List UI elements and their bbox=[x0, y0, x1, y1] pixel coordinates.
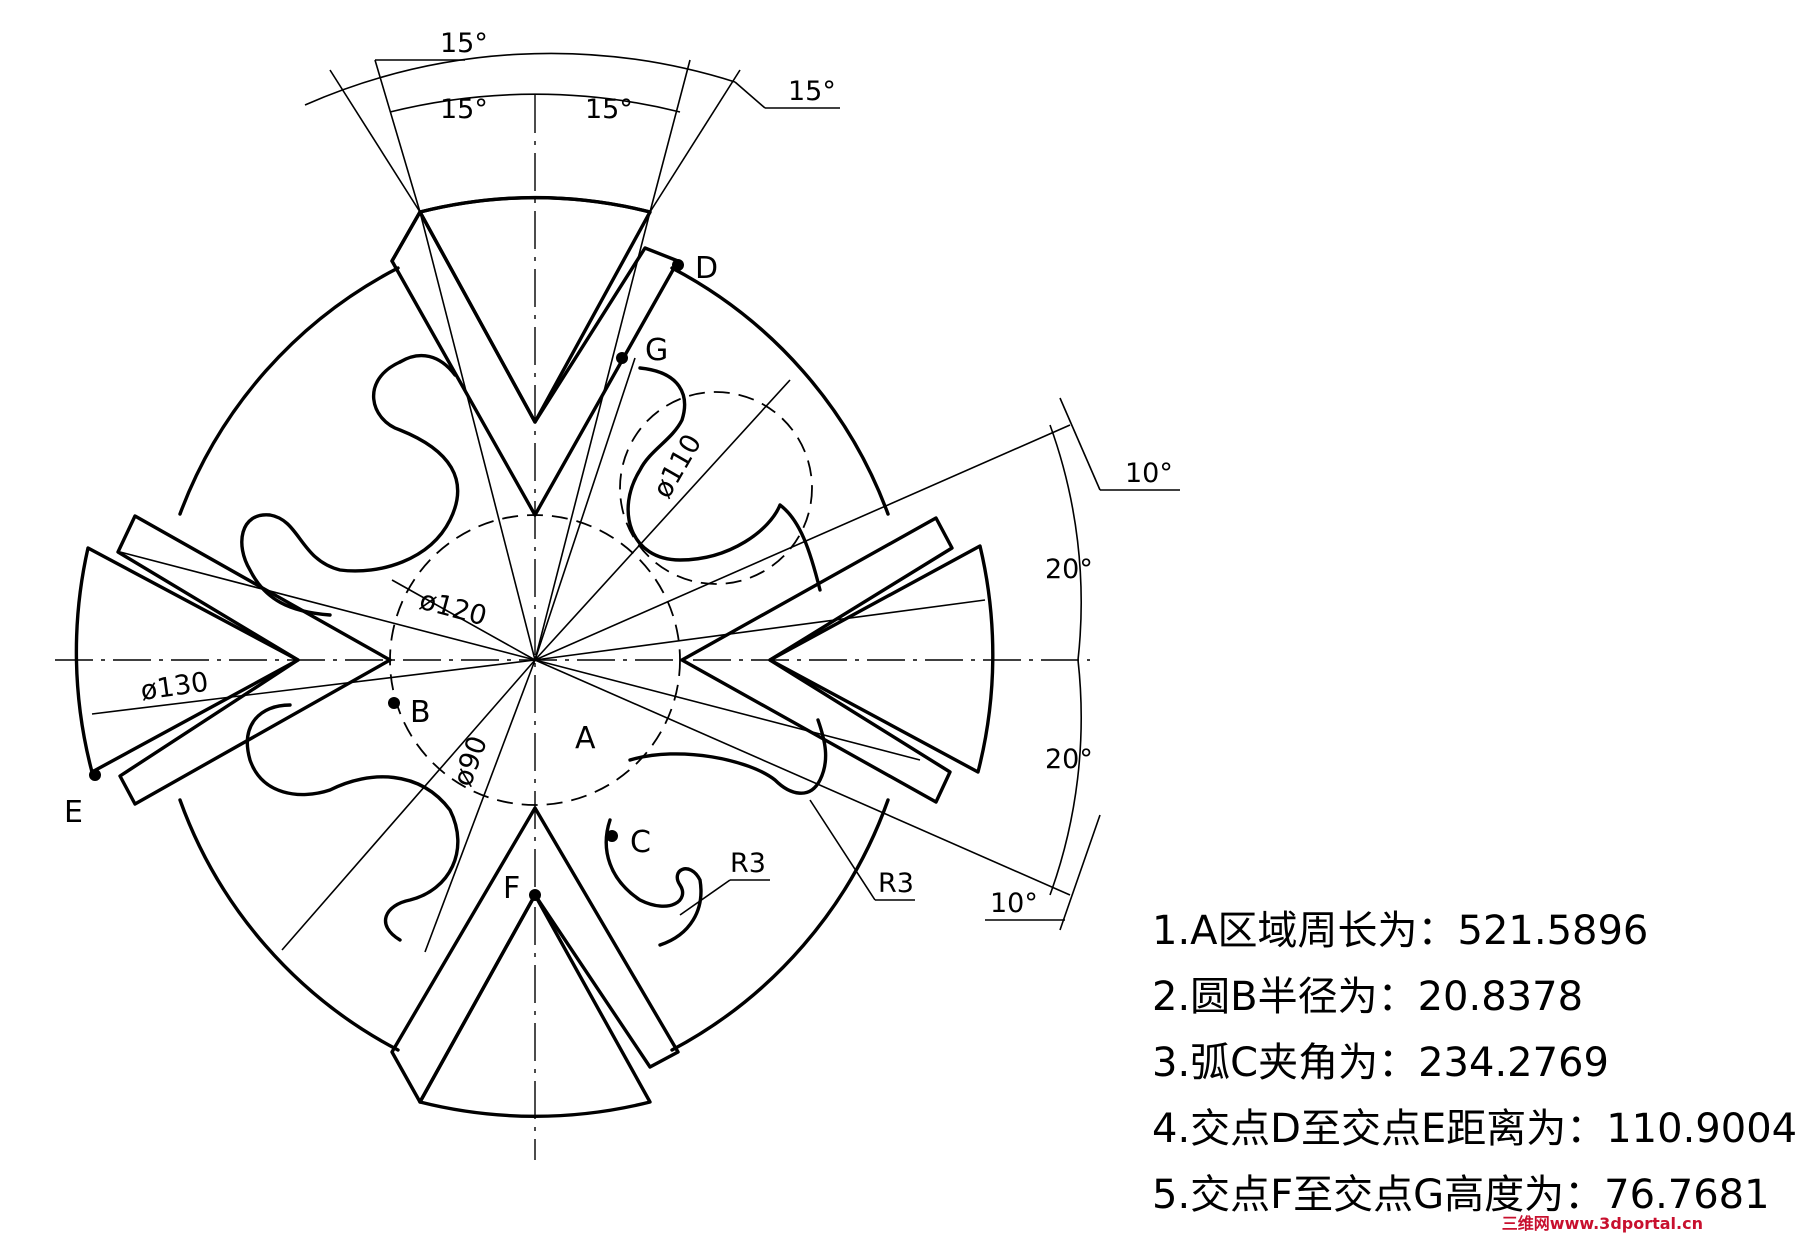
lower-right-lobe bbox=[628, 718, 828, 795]
dim-angle-top-right: 15° bbox=[585, 94, 633, 125]
dim-angle-top-left: 15° bbox=[440, 94, 488, 125]
ray-g bbox=[534, 357, 636, 661]
dim-d90: ø90 bbox=[447, 732, 494, 790]
note-5: 5.交点F至交点G高度为：76.7681 bbox=[1152, 1172, 1770, 1218]
dim-d120: ø120 bbox=[416, 585, 490, 633]
ray-d120 bbox=[391, 579, 536, 661]
lower-right-lobe-c bbox=[604, 818, 703, 947]
ray-top-left bbox=[419, 211, 536, 661]
point-g bbox=[616, 352, 628, 364]
note-3: 3.弧C夹角为：234.2769 bbox=[1152, 1040, 1609, 1086]
center-circle-a bbox=[389, 514, 681, 806]
notes-list: 1.A区域周长为：521.5896 2.圆B半径为：20.8378 3.弧C夹角… bbox=[1152, 898, 1797, 1228]
watermark: 三维网www.3dportal.cn bbox=[1501, 1214, 1703, 1233]
dim-angle-right-lower: 20° bbox=[1045, 744, 1093, 775]
circle-110 bbox=[619, 391, 813, 585]
note-1: 1.A区域周长为：521.5896 bbox=[1152, 908, 1649, 954]
point-b bbox=[388, 697, 400, 709]
ray-left-up bbox=[119, 551, 536, 661]
tick-right-bottom bbox=[1059, 814, 1101, 931]
ray-lower-left bbox=[281, 659, 536, 951]
angle-arc-top-inner bbox=[389, 93, 681, 113]
label-b: B bbox=[410, 695, 431, 730]
leader-r3-left bbox=[679, 879, 731, 916]
point-d bbox=[672, 259, 684, 271]
ray-right-down bbox=[534, 659, 1071, 896]
label-g: G bbox=[645, 333, 668, 368]
point-f bbox=[529, 889, 541, 901]
ray-right-lower-mid bbox=[534, 659, 921, 761]
dim-r3-left: R3 bbox=[730, 848, 766, 879]
ext-top-left-inner bbox=[374, 59, 421, 213]
upper-left-lobe bbox=[240, 360, 460, 617]
ext-top-right-inner bbox=[649, 59, 691, 213]
dim-angle-top-far: 15° bbox=[788, 76, 836, 107]
cad-drawing: D G B E C F A ø110 ø120 ø130 ø90 R3 R3 1… bbox=[55, 28, 1180, 1160]
ray-left-down bbox=[91, 659, 536, 715]
dim-angle-top: 15° bbox=[440, 28, 488, 59]
top-bar-left-end bbox=[390, 210, 422, 263]
angle-arc-right-lower bbox=[1049, 659, 1082, 896]
bottom-sector bbox=[418, 893, 652, 1118]
ray-d110 bbox=[534, 379, 791, 661]
note-4: 4.交点D至交点E距离为：110.9004 bbox=[1152, 1106, 1797, 1152]
point-c bbox=[606, 830, 618, 842]
outer-circle bbox=[178, 195, 890, 1052]
upper-right-lobe bbox=[626, 366, 822, 592]
leader-top-right-diag bbox=[734, 81, 766, 109]
right-sector bbox=[768, 544, 995, 774]
dim-angle-right-upper: 20° bbox=[1045, 554, 1093, 585]
ray-right-up bbox=[534, 424, 1071, 661]
label-a: A bbox=[575, 721, 596, 756]
dim-angle-right-top: 10° bbox=[1125, 458, 1173, 489]
label-f: F bbox=[503, 871, 520, 906]
tick-right-top bbox=[1059, 397, 1101, 491]
leader-r3-right bbox=[809, 799, 876, 901]
ray-d90 bbox=[424, 659, 536, 953]
dim-d110: ø110 bbox=[647, 429, 708, 503]
angle-arc-right-upper bbox=[1049, 424, 1082, 661]
dim-r3-right: R3 bbox=[878, 868, 914, 899]
label-e: E bbox=[64, 795, 83, 830]
ray-right-upper-mid bbox=[534, 599, 986, 661]
ext-top-right-outer bbox=[649, 69, 741, 213]
dim-angle-right-bottom: 10° bbox=[990, 888, 1038, 919]
drawing-canvas: D G B E C F A ø110 ø120 ø130 ø90 R3 R3 1… bbox=[55, 28, 1797, 1233]
label-c: C bbox=[630, 825, 651, 860]
upper-left-lobe-top bbox=[398, 353, 457, 377]
angle-arc-top-outer bbox=[304, 52, 736, 106]
ext-top-left-outer bbox=[329, 69, 421, 213]
ray-top-right bbox=[534, 211, 651, 661]
bottom-v-bar bbox=[390, 806, 680, 1104]
point-e bbox=[89, 769, 101, 781]
note-2: 2.圆B半径为：20.8378 bbox=[1152, 974, 1584, 1020]
right-v-bar bbox=[680, 516, 954, 804]
label-d: D bbox=[695, 251, 718, 286]
lower-left-lobe bbox=[245, 703, 460, 942]
